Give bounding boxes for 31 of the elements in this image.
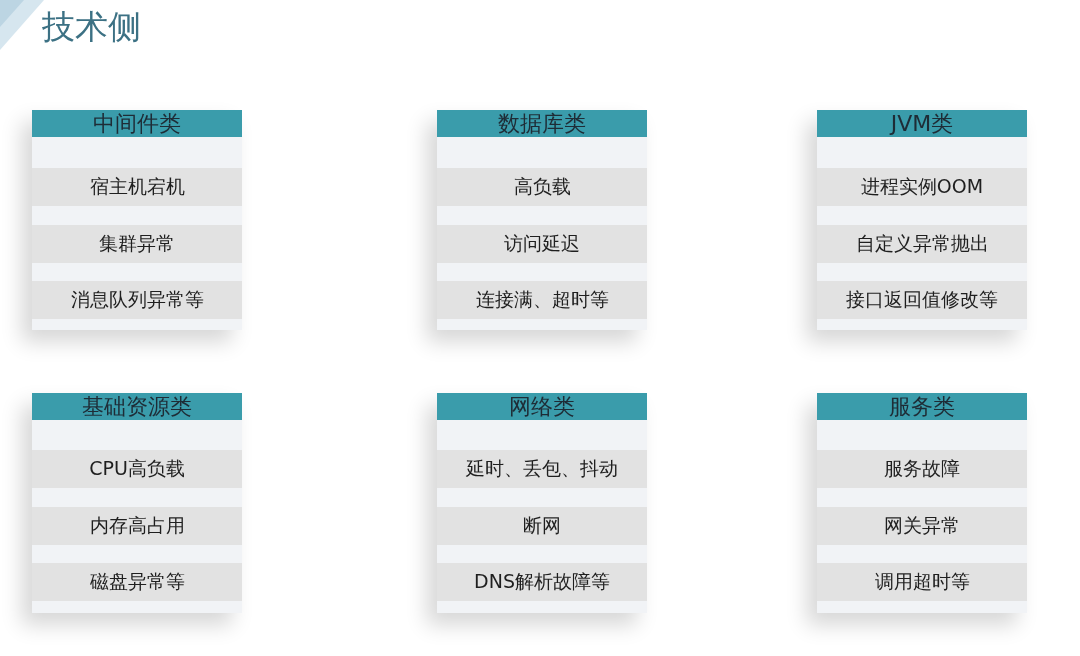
list-item: 内存高占用 (32, 507, 242, 545)
category-panel (32, 393, 242, 613)
list-item: 进程实例OOM (817, 168, 1027, 206)
panel-header: 服务类 (817, 393, 1027, 420)
panel-header: JVM类 (817, 110, 1027, 137)
panel-header: 数据库类 (437, 110, 647, 137)
list-item: 网关异常 (817, 507, 1027, 545)
list-item: 服务故障 (817, 450, 1027, 488)
category-panel (32, 110, 242, 330)
list-item: 集群异常 (32, 225, 242, 263)
list-item: 高负载 (437, 168, 647, 206)
list-item: 宿主机宕机 (32, 168, 242, 206)
panel-header: 中间件类 (32, 110, 242, 137)
category-panel (437, 110, 647, 330)
list-item: 自定义异常抛出 (817, 225, 1027, 263)
list-item: CPU高负载 (32, 450, 242, 488)
page-title: 技术侧 (42, 6, 141, 48)
list-item: 磁盘异常等 (32, 563, 242, 601)
list-item: 调用超时等 (817, 563, 1027, 601)
list-item: 接口返回值修改等 (817, 281, 1027, 319)
list-item: 延时、丢包、抖动 (437, 450, 647, 488)
panel-header: 网络类 (437, 393, 647, 420)
list-item: 消息队列异常等 (32, 281, 242, 319)
list-item: 连接满、超时等 (437, 281, 647, 319)
category-panel (817, 393, 1027, 613)
category-panel (817, 110, 1027, 330)
category-panel (437, 393, 647, 613)
panel-header: 基础资源类 (32, 393, 242, 420)
list-item: 访问延迟 (437, 225, 647, 263)
list-item: 断网 (437, 507, 647, 545)
list-item: DNS解析故障等 (437, 563, 647, 601)
